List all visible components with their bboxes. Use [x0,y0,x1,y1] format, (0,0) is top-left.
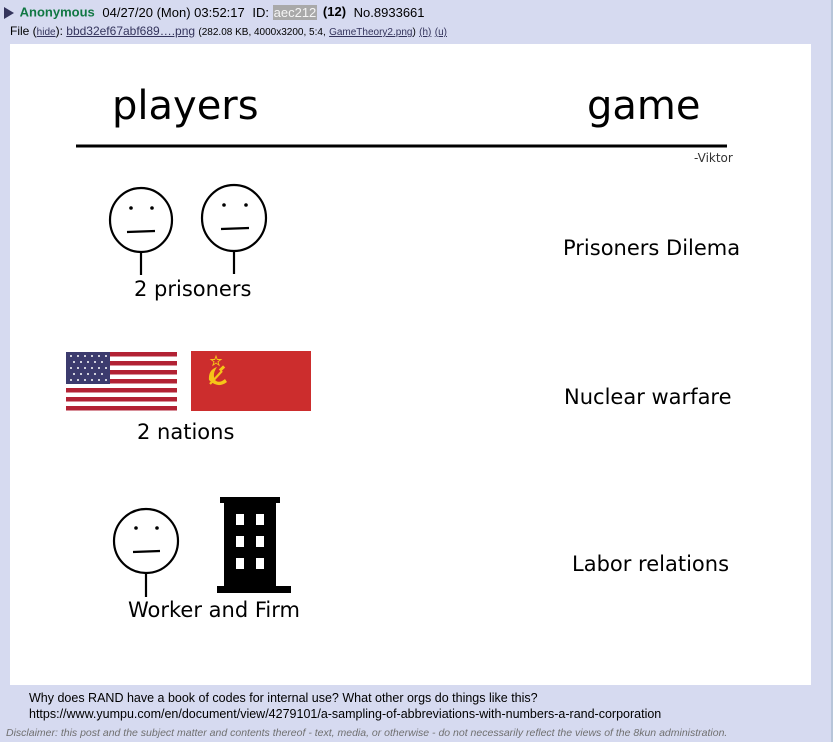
row3-players: Worker and Firm [128,598,300,622]
row1-game: Prisoners Dilema [563,236,740,260]
worker-eye [155,526,159,530]
file-label: File ( [10,24,37,38]
post-datetime: 04/27/20 (Mon) 03:52:17 [102,4,245,20]
disclaimer-text: Disclaimer: this post and the subject ma… [6,727,728,739]
post-number[interactable]: No.8933661 [353,4,425,20]
post-body-url[interactable]: https://www.yumpu.com/en/document/view/4… [29,707,662,721]
file-info: File (hide): bbd32ef67abf689….png (282.0… [10,23,447,41]
worker-face-icon [112,507,180,597]
poster-id[interactable]: aec212 [272,4,318,20]
file-u-link[interactable]: (u) [434,27,447,38]
post-header: Anonymous 04/27/20 (Mon) 03:52:17 ID: ae… [4,4,425,21]
post-body-line: Why does RAND have a book of codes for i… [29,691,538,705]
id-label: ID: [252,4,270,20]
column-header-players: players [112,83,259,129]
prisoner-eye [129,206,133,210]
row2-players: 2 nations [137,420,234,444]
credit-text: -Viktor [694,151,733,165]
building-icon [217,497,291,593]
ussr-flag-icon [191,351,311,411]
prisoner-eye [150,206,154,210]
file-name-link[interactable]: bbd32ef67abf689….png [66,24,196,38]
hide-link[interactable]: hide [36,27,56,38]
file-h-link[interactable]: (h) [419,27,432,38]
page-divider [832,0,833,742]
prisoner-face-icon [200,183,268,274]
post-menu-arrow-icon[interactable] [4,6,14,19]
file-details-end: ) [412,27,416,38]
post-body: Why does RAND have a book of codes for i… [29,690,661,722]
us-flag-icon [66,352,177,411]
poster-name: Anonymous [19,4,95,20]
worker-eye [134,526,138,530]
post-image[interactable]: players game -Viktor 2 prisoners Prisone… [10,44,811,685]
file-details: (282.08 KB, 4000x3200, 5:4, [198,27,326,38]
prisoner-eye [244,203,248,207]
row3-game: Labor relations [572,552,729,576]
row1-players: 2 prisoners [134,277,251,301]
prisoner-eye [222,203,226,207]
prisoner-face-icon [108,186,174,275]
file-label-end: ): [55,24,63,38]
post-count: (12) [322,4,347,19]
original-filename-link[interactable]: GameTheory2.png [329,27,413,38]
row2-game: Nuclear warfare [564,385,732,409]
column-header-game: game [587,83,700,129]
